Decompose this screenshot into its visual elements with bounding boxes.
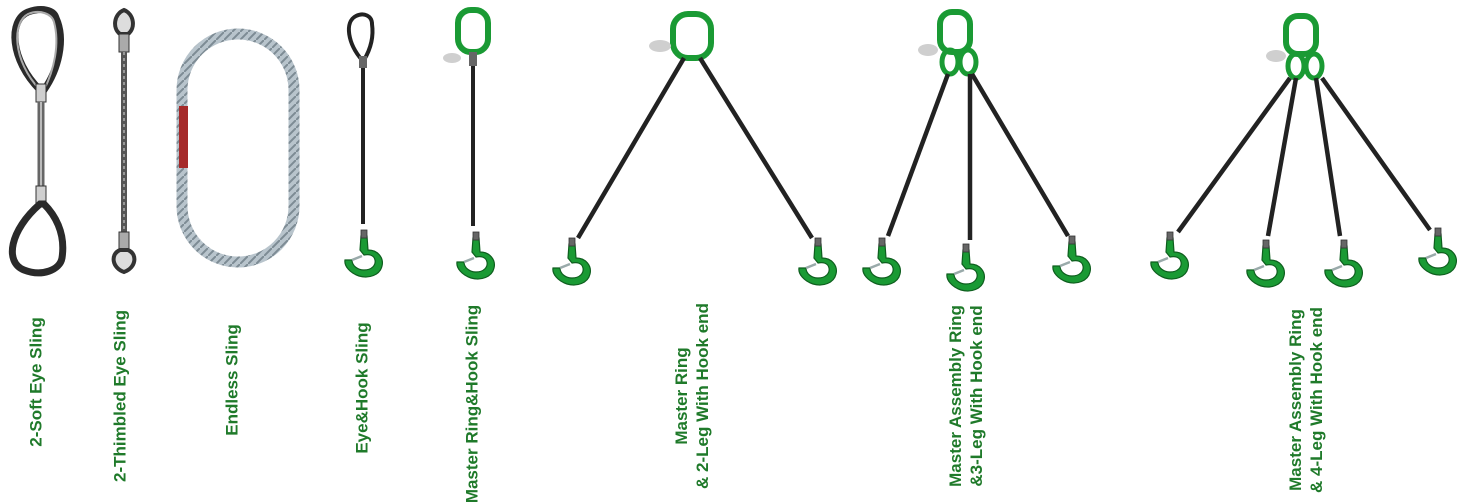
three-leg-sling-icon: [861, 9, 1092, 293]
label-line: &3-Leg With Hook end: [967, 305, 986, 487]
label-soft-eye-sling: 2-Soft Eye Sling: [26, 317, 47, 446]
label-line: & 4-Leg With Hook end: [1307, 307, 1326, 493]
label-line: & 2-Leg With Hook end: [693, 303, 712, 489]
label-eye-hook-sling: Eye&Hook Sling: [352, 322, 373, 453]
thimbled-eye-sling-icon: [111, 7, 137, 275]
label-four-leg-sling: Master Assembly Ring & 4-Leg With Hook e…: [1285, 307, 1327, 493]
label-line: Endless Sling: [222, 324, 242, 436]
label-line: 2-Thimbled Eye Sling: [110, 310, 130, 482]
eye-hook-sling-icon: [343, 12, 384, 279]
four-leg-sling-icon: [1149, 13, 1458, 289]
label-three-leg-sling: Master Assembly Ring &3-Leg With Hook en…: [945, 305, 987, 487]
label-endless-sling: Endless Sling: [222, 324, 243, 435]
label-master-ring-hook-sling: Master Ring&Hook Sling: [462, 305, 483, 503]
soft-eye-sling-icon: [8, 6, 67, 277]
endless-sling-icon: [176, 28, 300, 268]
label-two-leg-sling: Master Ring & 2-Leg With Hook end: [671, 303, 713, 489]
label-line: Master Assembly Ring: [1286, 309, 1305, 491]
label-line: 2-Soft Eye Sling: [26, 317, 46, 447]
label-line: Master Ring&Hook Sling: [462, 304, 482, 504]
label-thimbled-eye-sling: 2-Thimbled Eye Sling: [110, 310, 131, 482]
master-ring-hook-sling-icon: [443, 7, 496, 281]
label-line: Master Assembly Ring: [946, 305, 965, 487]
label-line: Master Ring: [672, 347, 691, 445]
two-leg-sling-icon: [551, 11, 838, 287]
label-line: Eye&Hook Sling: [352, 322, 372, 454]
